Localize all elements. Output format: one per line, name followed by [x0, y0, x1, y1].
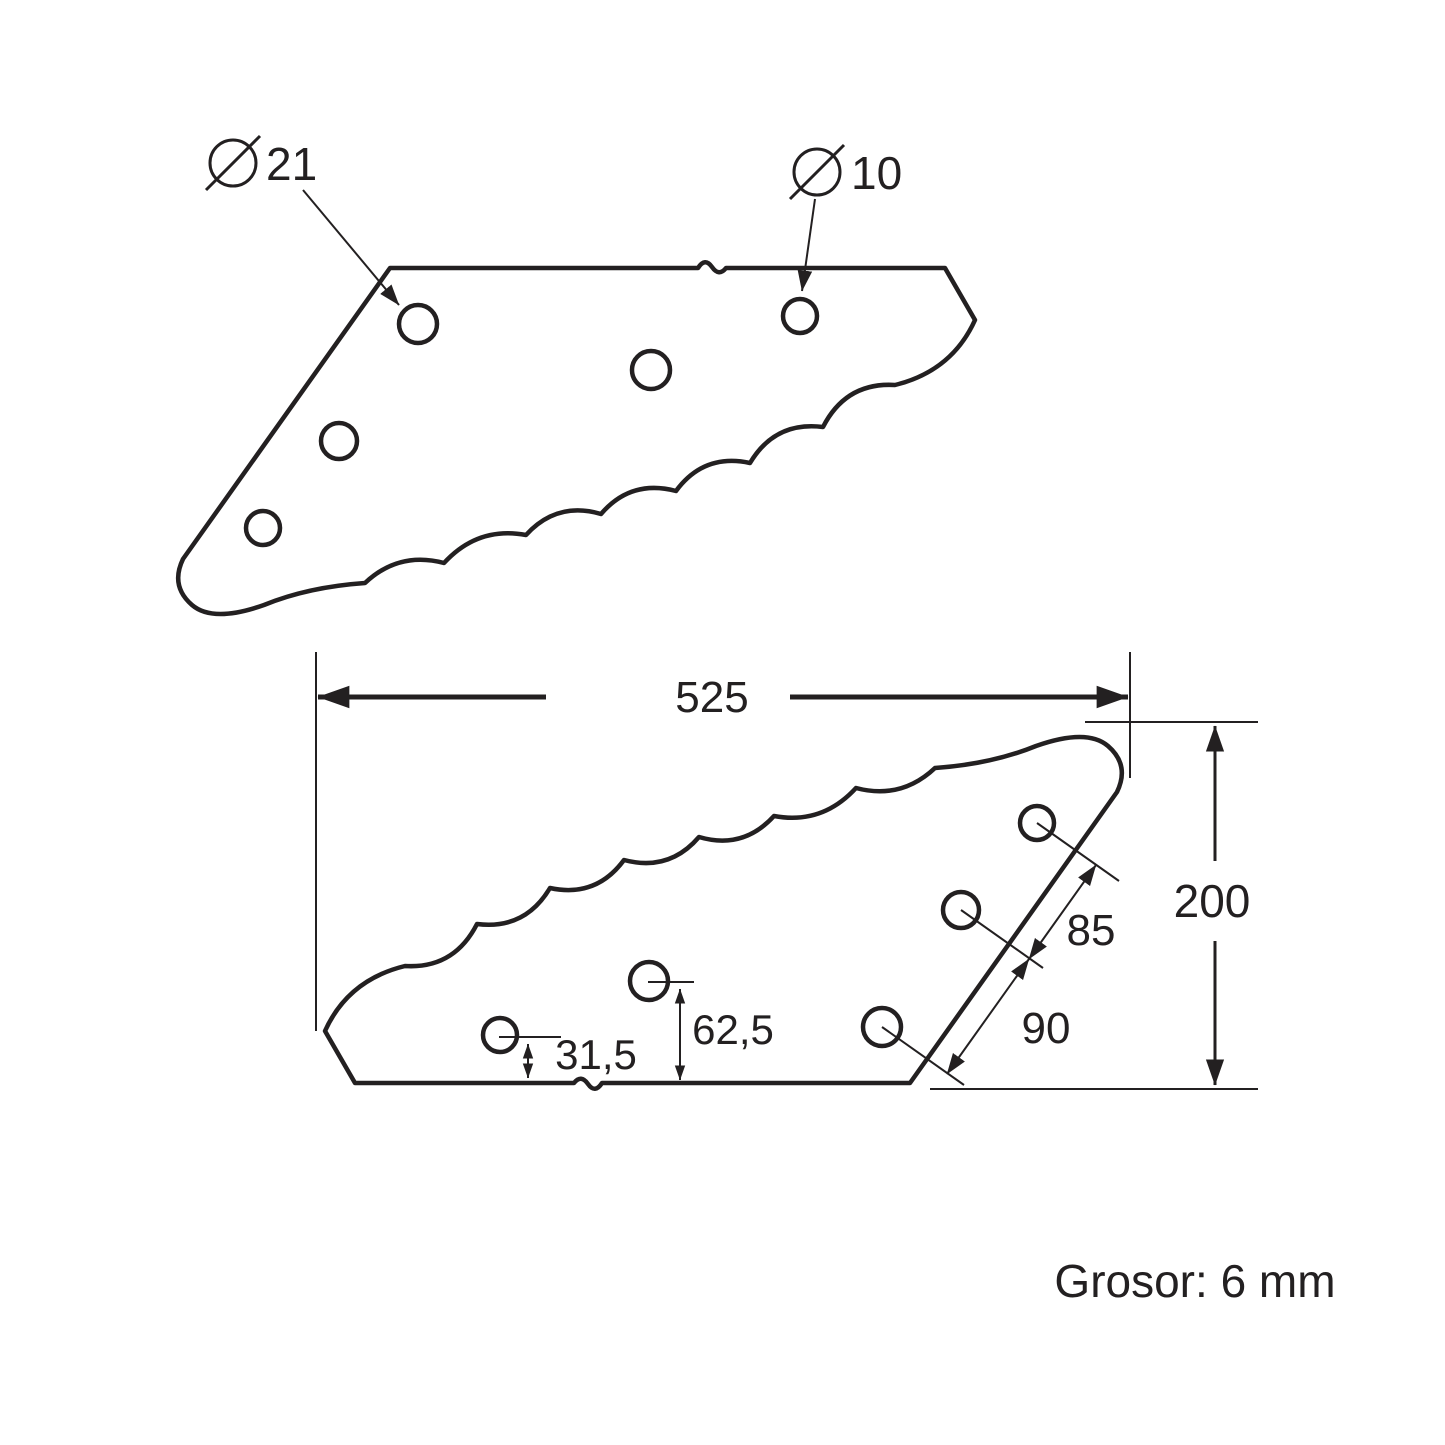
diameter-10-leader	[797, 198, 816, 292]
thickness-note: Grosor: 6 mm	[1054, 1255, 1335, 1307]
bottom-view	[322, 734, 1125, 1091]
diameter-10-value: 10	[851, 147, 902, 199]
top-view	[175, 260, 978, 617]
dim-62-5-label: 62,5	[692, 1006, 774, 1053]
dim-width-label: 525	[675, 673, 748, 722]
top-view-hole-small	[780, 296, 820, 336]
dim-height-label: 200	[1174, 875, 1251, 927]
callout-diameter-21: 21	[204, 134, 400, 306]
dim-offset-31-5: 31,5	[499, 1031, 637, 1079]
bottom-view-hole	[480, 1015, 520, 1055]
dim-line-90	[946, 958, 1030, 1075]
bottom-view-outline	[322, 734, 1125, 1091]
dim-85-label: 85	[1067, 906, 1116, 955]
top-view-hole-tip	[243, 508, 283, 548]
dim-offset-62-5: 62,5	[648, 981, 774, 1081]
hole-leader-middle	[960, 909, 1044, 969]
dim-height-200: 200	[930, 721, 1258, 1090]
diameter-21-leader	[302, 189, 400, 306]
top-view-hole-center	[629, 348, 673, 392]
diameter-21-value: 21	[266, 138, 317, 190]
dim-line-85	[1028, 864, 1097, 960]
dim-width-525: 525	[315, 652, 1131, 1031]
dim-hole-spacing: 85 90	[881, 822, 1120, 1086]
hole-leader-top	[1036, 822, 1120, 882]
bottom-view-hole	[1017, 803, 1057, 843]
dim-31-5-label: 31,5	[555, 1031, 637, 1078]
dim-90-label: 90	[1022, 1004, 1071, 1053]
top-view-hole-large	[396, 302, 440, 346]
diameter-icon	[788, 143, 846, 201]
bottom-view-hole	[940, 889, 982, 931]
bottom-view-hole	[860, 1005, 904, 1049]
top-view-hole-mid-left	[318, 420, 360, 462]
hole-leader-bottom	[881, 1026, 965, 1086]
top-view-outline	[175, 260, 978, 617]
diameter-icon	[204, 134, 262, 192]
callout-diameter-10: 10	[788, 143, 902, 292]
